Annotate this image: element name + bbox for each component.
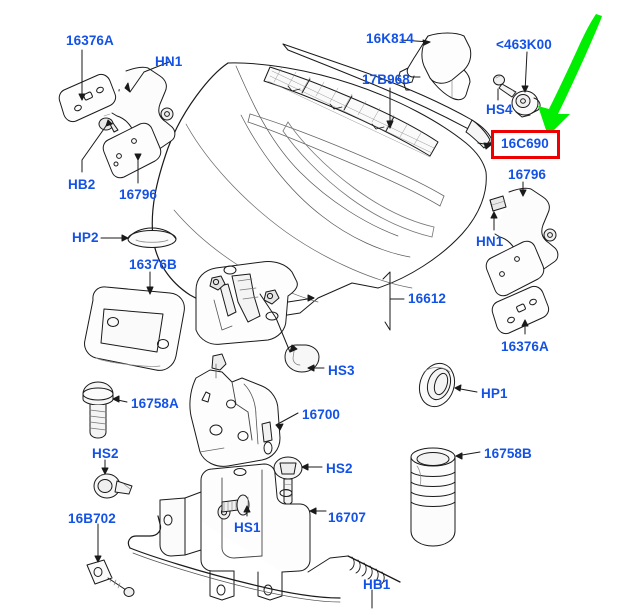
part-label-hb2[interactable]: HB2	[68, 177, 96, 192]
part-label-16b702[interactable]: 16B702	[68, 511, 116, 526]
part-label-16796-right[interactable]: 16796	[508, 167, 547, 182]
right-hinge-assembly-illustration	[485, 187, 559, 335]
part-label-16376a-left[interactable]: 16376A	[66, 33, 114, 48]
part-label-hs2-right[interactable]: HS2	[326, 461, 353, 476]
part-label-hp2[interactable]: HP2	[72, 230, 99, 245]
part-label-hs2-left[interactable]: HS2	[92, 446, 119, 461]
part-label-hp1[interactable]: HP1	[481, 386, 508, 401]
part-label-16k814[interactable]: 16K814	[366, 31, 414, 46]
part-label-16700[interactable]: 16700	[302, 407, 341, 422]
hood-lower-trim-illustration	[282, 121, 435, 238]
part-label-hs3[interactable]: HS3	[328, 363, 355, 378]
highlight-part-number: 16C690	[501, 136, 549, 151]
part-label-16796-left[interactable]: 16796	[119, 187, 158, 202]
part-label-16758b[interactable]: 16758B	[484, 446, 532, 461]
hood-panel-illustration	[151, 62, 487, 319]
hp2-plug-illustration	[127, 227, 177, 248]
16707-bracket-illustration	[159, 463, 311, 601]
16700-hood-latch-illustration	[189, 353, 281, 467]
hs3-bumper-illustration	[284, 344, 320, 373]
hb1-spring-illustration	[307, 555, 401, 586]
part-label-16376b[interactable]: 16376B	[129, 257, 177, 272]
part-label-hn1-right[interactable]: HN1	[476, 234, 504, 249]
grille-mesh-illustration	[263, 66, 439, 158]
highlighted-part-16c690[interactable]: 16C690	[491, 130, 560, 159]
463k00-part-illustration	[511, 90, 541, 118]
part-label-463k00[interactable]: <463K00	[496, 37, 552, 52]
part-label-hs4[interactable]: HS4	[486, 102, 513, 117]
leader-lines	[81, 39, 528, 609]
green-annotation-arrow	[538, 14, 602, 136]
part-label-17b968[interactable]: 17B968	[362, 72, 410, 87]
hs4-screw-illustration	[493, 74, 519, 98]
hood-seal-strip-illustration	[247, 113, 445, 207]
part-label-hn1-left[interactable]: HN1	[155, 54, 183, 69]
latch-striker-bracket-illustration	[195, 261, 298, 345]
16376b-gasket-illustration	[84, 286, 185, 371]
part-label-16758a[interactable]: 16758A	[131, 396, 179, 411]
hs2-bolt-left-illustration	[93, 473, 133, 499]
part-label-16376a-right[interactable]: 16376A	[501, 339, 549, 354]
hp1-grommet-illustration	[418, 362, 456, 408]
16758b-bellows-illustration	[410, 447, 456, 547]
part-label-16707[interactable]: 16707	[328, 510, 367, 525]
part-label-hb1[interactable]: HB1	[363, 577, 391, 592]
16758a-bolt-illustration	[82, 381, 114, 439]
part-label-hs1[interactable]: HS1	[234, 520, 261, 535]
hs2-bolt-right-illustration	[273, 456, 303, 507]
leader-arrowheads	[78, 39, 529, 563]
part-label-16612[interactable]: 16612	[408, 291, 447, 306]
